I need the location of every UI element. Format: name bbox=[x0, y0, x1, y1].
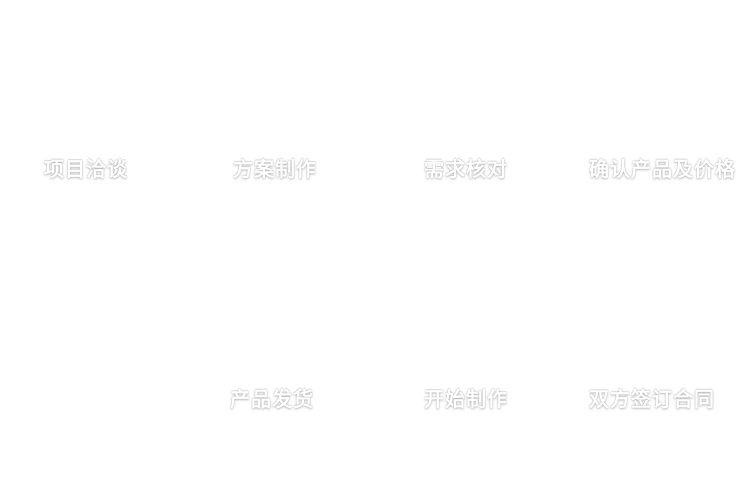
step-requirements-check: 需求核对 bbox=[424, 159, 508, 181]
step-product-shipment: 产品发货 bbox=[230, 389, 314, 411]
step-start-production: 开始制作 bbox=[424, 389, 508, 411]
step-proposal-creation: 方案制作 bbox=[233, 159, 317, 181]
step-project-negotiation: 项目洽谈 bbox=[44, 159, 128, 181]
step-sign-contract: 双方签订合同 bbox=[589, 389, 715, 411]
step-confirm-product-price: 确认产品及价格 bbox=[589, 159, 736, 181]
